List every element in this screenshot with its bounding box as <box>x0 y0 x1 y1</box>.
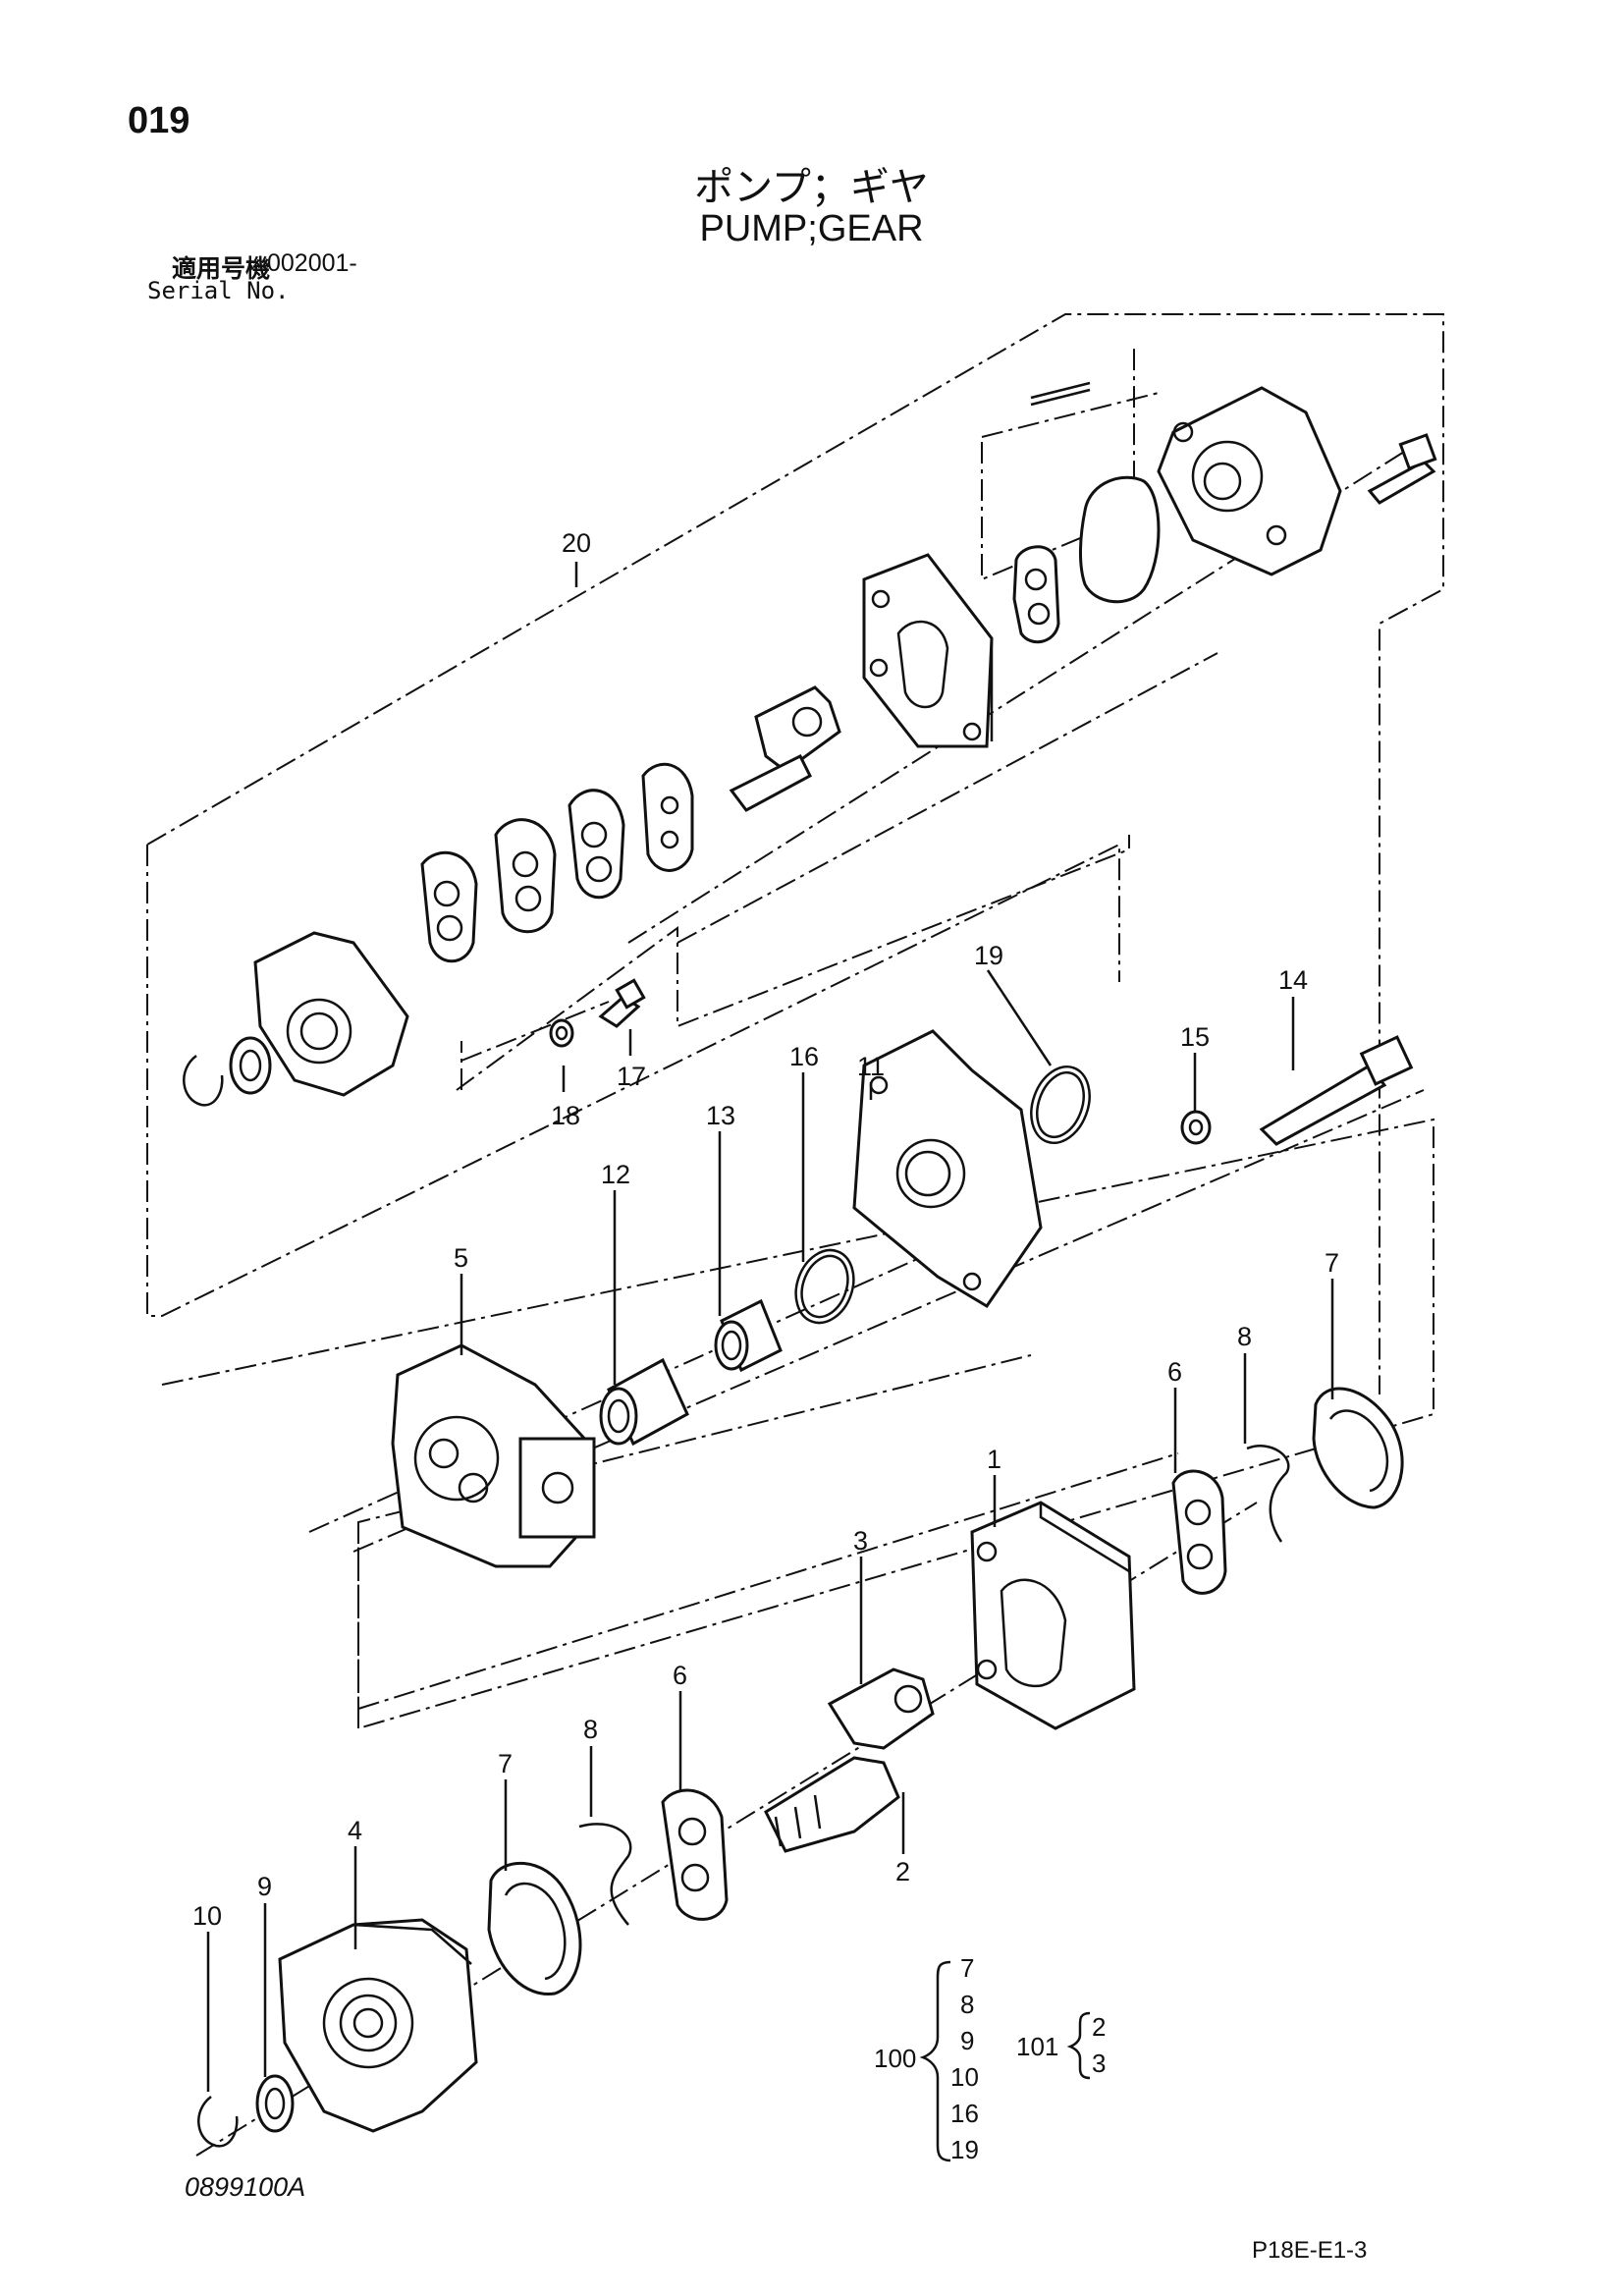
kit-100-item-7: 7 <box>960 1953 974 1983</box>
front-cover-4 <box>278 1918 478 2133</box>
kit-100-item-19: 19 <box>950 2135 979 2164</box>
page-title-japanese: ポンプ；ギヤ <box>694 165 929 210</box>
kit-101-label: 101 <box>1016 2032 1058 2061</box>
side-plate-2 <box>568 789 625 900</box>
callout-14: 14 <box>1278 965 1308 995</box>
rear-housing-assembly-20 <box>1157 386 1342 576</box>
seal-8-left <box>578 1823 632 1926</box>
callout-8-right: 8 <box>1237 1322 1252 1351</box>
kit-101-bracket <box>1066 2011 1091 2080</box>
serial-number-range: 002001- <box>267 249 357 277</box>
gasket-7-right <box>1312 1387 1404 1509</box>
kit-100-label: 100 <box>874 2044 916 2073</box>
plate-6-right <box>1171 1469 1227 1595</box>
axis-line-upper-2 <box>676 652 1218 944</box>
callout-18: 18 <box>551 1101 580 1130</box>
kit-100-item-9: 9 <box>960 2026 974 2055</box>
plate-11 <box>852 1029 1043 1309</box>
kit-100-item-16: 16 <box>950 2099 979 2128</box>
callout-3: 3 <box>853 1526 868 1556</box>
callout-2: 2 <box>895 1857 910 1886</box>
axis-line-small <box>460 1001 610 1062</box>
kit-100-item-10: 10 <box>950 2062 979 2092</box>
kit-100-item-8: 8 <box>960 1990 974 2019</box>
bearing-top <box>229 1036 272 1095</box>
callout-12: 12 <box>601 1160 630 1189</box>
drive-gear-shaft-top <box>729 685 841 812</box>
callout-10: 10 <box>192 1901 222 1931</box>
serial-label-japanese: 適用号機 <box>172 254 271 283</box>
pin-top <box>1030 381 1091 407</box>
side-plate-1 <box>641 762 694 872</box>
snap-ring-top <box>183 1055 224 1107</box>
callout-7-right: 7 <box>1325 1248 1339 1278</box>
kit-101-item-3: 3 <box>1092 2049 1106 2078</box>
callout-16: 16 <box>789 1042 819 1071</box>
sheet-code: P18E-E1-3 <box>1252 2237 1368 2264</box>
callout-20: 20 <box>562 528 591 558</box>
callout-7-left: 7 <box>498 1749 513 1778</box>
plug-17 <box>598 978 646 1028</box>
bushing-12 <box>599 1357 689 1447</box>
callout-5: 5 <box>454 1243 468 1273</box>
callout-6-right: 6 <box>1167 1357 1182 1387</box>
gasket-7-left <box>487 1861 582 1996</box>
callout-19-upper: 19 <box>974 941 1003 970</box>
sub-frame-upper <box>456 835 1130 1091</box>
gasket-plate-top <box>1012 545 1060 644</box>
callout-8-left: 8 <box>583 1715 598 1744</box>
drive-gear-shaft-2 <box>764 1756 900 1853</box>
o-ring-16 <box>794 1248 855 1325</box>
kit-100-bracket <box>919 1960 951 2162</box>
kit-101-item-2: 2 <box>1092 2012 1106 2042</box>
page-number: 019 <box>128 100 190 141</box>
callout-6-left: 6 <box>673 1661 687 1690</box>
side-plate-4 <box>420 850 478 963</box>
axis-line-lower-2 <box>357 1452 1179 1710</box>
seal-8-right <box>1246 1445 1290 1543</box>
housing-1 <box>970 1501 1136 1730</box>
callout-9: 9 <box>257 1872 272 1901</box>
bolt-top <box>1367 433 1437 505</box>
o-ring-19 <box>1030 1065 1091 1145</box>
callout-4: 4 <box>348 1816 362 1845</box>
callout-1: 1 <box>987 1445 1001 1474</box>
leader-lines <box>206 562 1334 2092</box>
washer-15 <box>1180 1110 1212 1145</box>
drawing-code: 0899100A <box>185 2172 306 2202</box>
assembly-20-frame-lower <box>146 843 1120 1317</box>
guide-line-1 <box>981 349 1135 581</box>
front-cover-top <box>253 931 409 1097</box>
callout-15: 15 <box>1180 1022 1210 1052</box>
callout-11: 11 <box>857 1052 885 1081</box>
bearing-9 <box>255 2074 295 2133</box>
seal-ring-top <box>1078 475 1161 604</box>
front-plate-block-top <box>862 553 994 748</box>
guide-line-2 <box>981 392 1160 438</box>
side-plate-3 <box>494 818 557 934</box>
bolt-14 <box>1259 1035 1414 1146</box>
inner-frame-lower <box>161 1118 1434 1730</box>
body-5 <box>391 1343 596 1568</box>
callout-13: 13 <box>706 1101 735 1130</box>
washer-18 <box>549 1018 574 1048</box>
serial-label-english: Serial No. <box>147 277 290 304</box>
assembly-20-frame <box>146 313 1444 1394</box>
page-title-english: PUMP;GEAR <box>699 208 924 249</box>
bushing-13 <box>714 1298 783 1373</box>
snap-ring-10 <box>197 2096 239 2148</box>
plate-6-left <box>661 1788 729 1921</box>
driven-gear-3 <box>827 1667 935 1750</box>
callout-17: 17 <box>617 1062 646 1091</box>
